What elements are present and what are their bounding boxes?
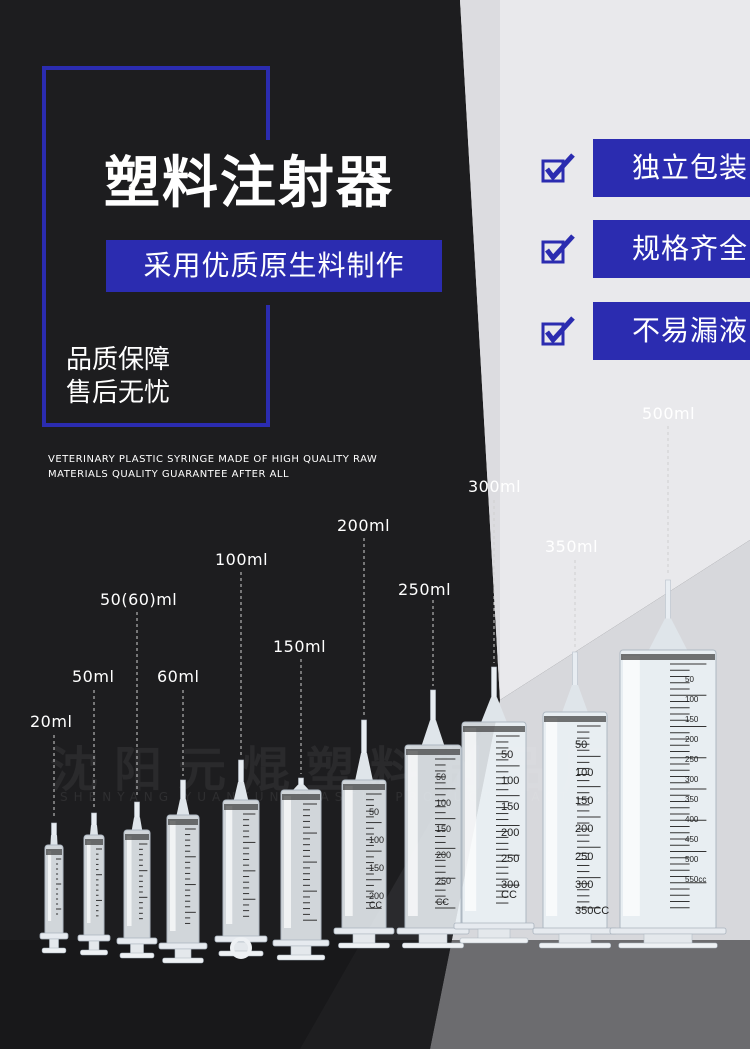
english-caption: VETERINARY PLASTIC SYRINGE MADE OF HIGH … [48,454,378,480]
size-label-100ml: 100ml [215,550,269,569]
feature-label-2: 规格齐全 [593,220,750,278]
feature-item-1: 独立包装 [541,139,750,199]
syringe-60ml [158,690,208,964]
barrel-mark: 50 [501,749,513,761]
feature-item-3: 不易漏液 [541,302,750,362]
plunger-ring [230,937,252,959]
barrel-mark: 150 [369,863,384,873]
feature-item-2: 规格齐全 [541,220,750,280]
size-label-250ml: 250ml [398,580,452,599]
barrel-unit: CC [501,889,517,901]
syringe-150ml [272,659,330,961]
barrel-mark: 250 [575,851,593,863]
barrel-mark: 350 [685,795,699,804]
syringe-50ml [77,690,111,956]
quality-line-2: 售后无忧 [66,378,171,408]
size-label-50-60ml: 50(60)ml [100,590,178,609]
syringe-200ml [333,538,395,949]
syringe-20ml [39,735,69,954]
syringe-350ml [532,560,618,949]
size-label-50ml: 50ml [72,667,115,686]
barrel-mark: 200 [501,827,519,839]
syringe-50-60ml [116,612,158,959]
syringe-300ml [453,500,535,944]
page-title: 塑料注射器 [104,151,394,216]
barrel-mark: 300 [501,879,519,891]
size-label-300ml: 300ml [468,477,522,496]
barrel-mark: 50 [369,807,379,817]
barrel-mark: 200 [369,891,384,901]
barrel-mark: 200 [685,735,699,744]
barrel-mark: 250 [501,853,519,865]
barrel-mark: 50 [575,739,587,751]
feature-label-3: 不易漏液 [593,302,750,360]
size-label-350ml: 350ml [545,537,599,556]
barrel-mark: 50 [685,675,694,684]
subtitle-banner: 采用优质原生料制作 [106,240,442,292]
barrel-mark: 450 [685,835,699,844]
barrel-unit: CC [436,897,449,907]
barrel-mark: 200 [575,823,593,835]
size-label-500ml: 500ml [642,404,696,423]
barrel-mark: 300 [685,775,699,784]
barrel-mark: 200 [436,850,451,860]
size-label-200ml: 200ml [337,516,391,535]
barrel-mark: 100 [685,695,699,704]
syringe-250ml [396,600,470,949]
barrel-mark: 100 [436,798,451,808]
size-label-150ml: 150ml [273,637,327,656]
checkmark-icon [541,153,575,183]
checkmark-icon [541,234,575,264]
barrel-mark: 50 [436,772,446,782]
barrel-mark: 500 [685,855,699,864]
barrel-mark: 250 [685,755,699,764]
quality-line-1: 品质保障 [66,345,171,375]
barrel-mark: 150 [436,824,451,834]
feature-label-1: 独立包装 [593,139,750,197]
barrel-mark: 100 [501,775,519,787]
barrel-mark: 150 [501,801,519,813]
barrel-mark: 100 [369,835,384,845]
barrel-unit: 350CC [575,905,609,917]
barrel-unit: CC [369,900,382,910]
barrel-mark: 400 [685,815,699,824]
barrel-mark: 150 [575,795,593,807]
checkmark-icon [541,316,575,346]
barrel-mark: 100 [575,767,593,779]
barrel-unit: 550cc [685,875,706,884]
barrel-mark: 300 [575,879,593,891]
syringe-500ml [609,426,727,949]
barrel-mark: 150 [685,715,699,724]
size-label-60ml: 60ml [157,667,200,686]
barrel-mark: 250 [436,876,451,886]
size-label-20ml: 20ml [30,712,73,731]
syringe-100ml [214,572,268,957]
